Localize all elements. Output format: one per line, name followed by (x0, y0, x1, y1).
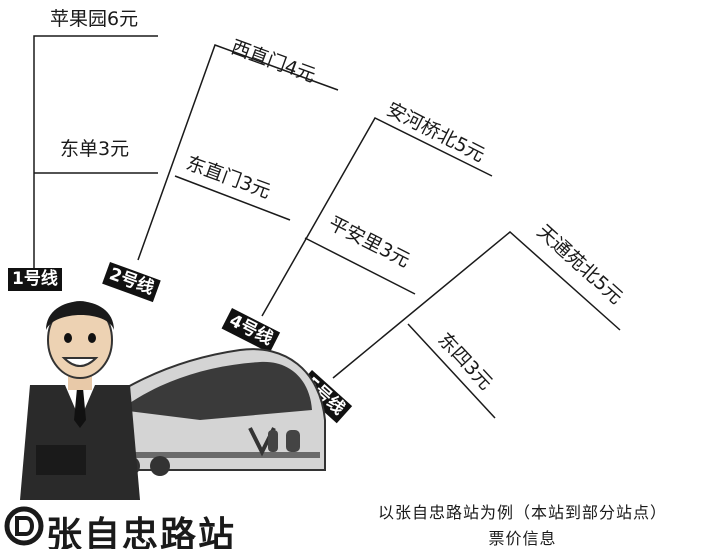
caption-line-1: 以张自忠路站为例（本站到部分站点） (377, 503, 667, 522)
station-label: 苹果园6元 (50, 8, 139, 30)
illustration (20, 301, 326, 500)
line5-trunk (332, 231, 621, 379)
caption-line-2: 票价信息 (488, 529, 557, 548)
line5-branch (407, 323, 496, 419)
line2-branch (174, 175, 291, 221)
cartoon-man-illustration (20, 301, 140, 500)
line2-trunk (137, 44, 339, 261)
logo-icon (4, 506, 44, 546)
line-tag-1: 1号线 (8, 268, 62, 291)
page-title: 张自忠路站 (46, 515, 237, 549)
line4-branch (304, 237, 416, 295)
line1-trunk (33, 35, 158, 268)
line4-trunk (261, 117, 493, 317)
caption: 以张自忠路站为例（本站到部分站点） 票价信息 (330, 500, 715, 549)
station-label: 东单3元 (60, 138, 130, 160)
